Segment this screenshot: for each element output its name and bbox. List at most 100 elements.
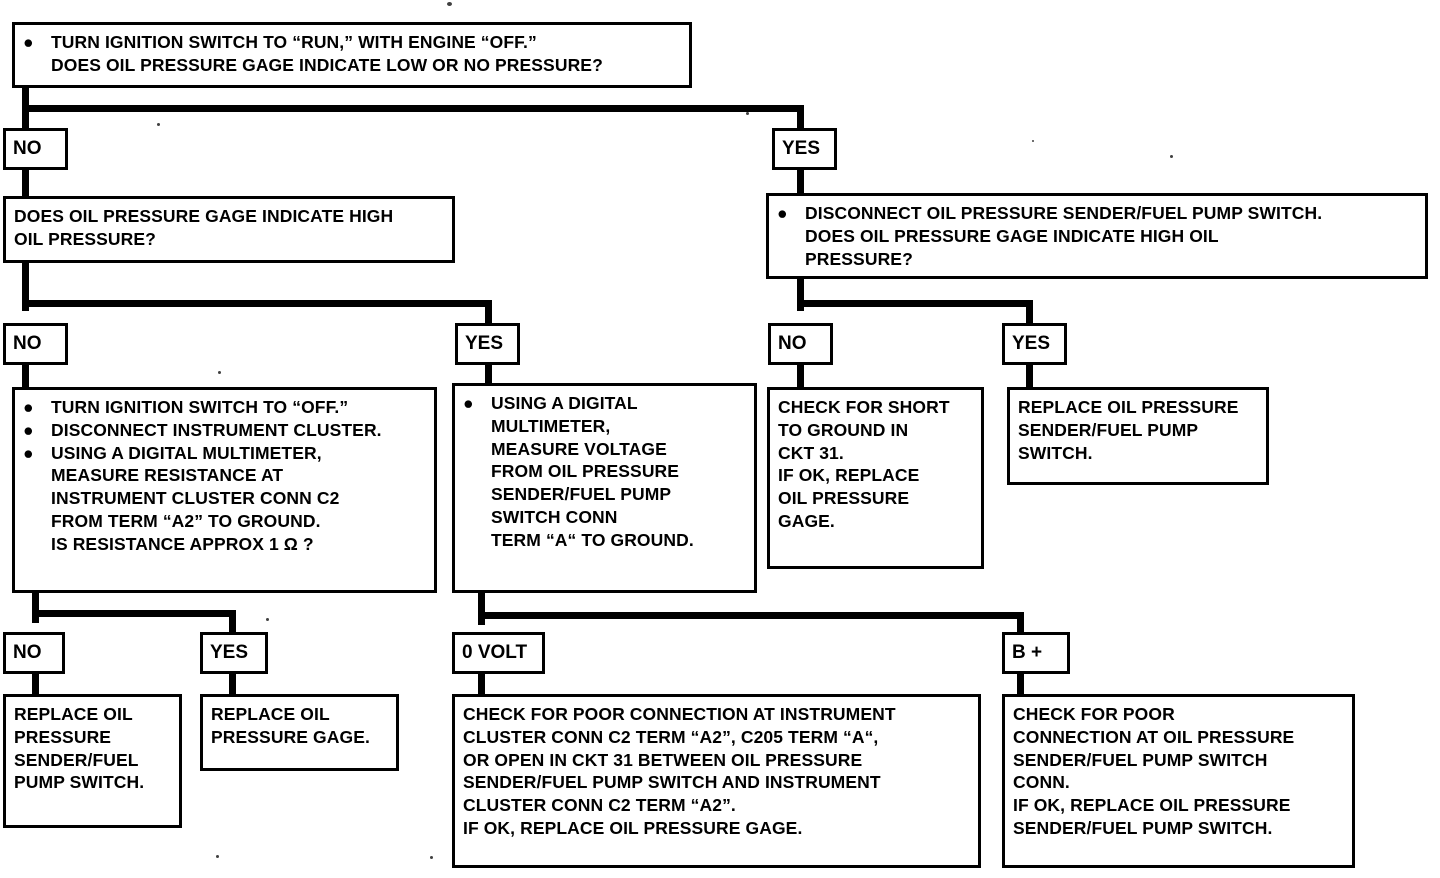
node-text-line: DOES OIL PRESSURE GAGE INDICATE HIGH: [14, 206, 394, 226]
node-text-line: INSTRUMENT CLUSTER CONN C2: [51, 488, 340, 508]
node-text-line: PRESSURE GAGE.: [211, 726, 370, 747]
node-replace-sender-switch-2[interactable]: REPLACE OIL PRESSURE SENDER/FUEL PUMP SW…: [3, 694, 182, 828]
node-text-line: IF OK, REPLACE: [778, 465, 920, 486]
bullet-glyph: ●: [23, 32, 34, 52]
node-text-line: IS RESISTANCE APPROX 1 Ω ?: [51, 533, 314, 554]
node-replace-gage[interactable]: REPLACE OIL PRESSURE GAGE.: [200, 694, 399, 771]
node-text-line: MEASURE RESISTANCE AT: [51, 465, 284, 486]
bullet-row: ● USING A DIGITAL MULTIMETER, MEASURE VO…: [463, 392, 746, 551]
label-yes-level3[interactable]: YES: [200, 632, 268, 674]
node-measure-voltage-instructions[interactable]: ● USING A DIGITAL MULTIMETER, MEASURE VO…: [452, 383, 757, 593]
scan-speck: [216, 855, 219, 858]
connector-box2-down: [22, 263, 29, 311]
node-text-line: TERM “A“ TO GROUND.: [491, 529, 694, 550]
node-text-line: TURN IGNITION SWITCH TO “RUN,” WITH ENGI…: [51, 32, 537, 52]
node-text-line: CLUSTER CONN C2 TERM “A2”.: [463, 795, 736, 815]
node-measure-resistance-instructions[interactable]: ● TURN IGNITION SWITCH TO “OFF.” ● DISCO…: [12, 387, 437, 593]
label-text: B +: [1012, 642, 1043, 663]
node-text-line: CHECK FOR POOR: [1013, 704, 1175, 724]
node-text-line: GAGE.: [778, 510, 835, 531]
scan-speck: [157, 123, 160, 126]
node-text-line: OIL PRESSURE?: [14, 228, 156, 249]
label-no-level1[interactable]: NO: [3, 128, 68, 170]
bullet-row: ● TURN IGNITION SWITCH TO “RUN,” WITH EN…: [23, 31, 681, 77]
bullet-glyph: ●: [777, 203, 788, 223]
connector-no2-to-box: [22, 363, 29, 387]
connector-level1-split: [22, 105, 804, 112]
connector-level2r-yes-drop: [1026, 300, 1033, 326]
node-text-line: SWITCH CONN: [491, 506, 618, 527]
bullet-row: ● DISCONNECT OIL PRESSURE SENDER/FUEL PU…: [777, 202, 1417, 270]
node-text-line: DISCONNECT OIL PRESSURE SENDER/FUEL PUMP…: [805, 203, 1323, 223]
node-text-line: CHECK FOR POOR CONNECTION AT INSTRUMENT: [463, 704, 896, 724]
node-text-line: DOES OIL PRESSURE GAGE INDICATE LOW OR N…: [51, 54, 603, 75]
label-yes-level1[interactable]: YES: [772, 128, 837, 170]
scan-speck: [447, 2, 452, 6]
node-high-pressure-question[interactable]: DOES OIL PRESSURE GAGE INDICATE HIGH OIL…: [3, 196, 455, 263]
node-check-poor-connection-cluster[interactable]: CHECK FOR POOR CONNECTION AT INSTRUMENT …: [452, 694, 981, 868]
label-text: NO: [13, 138, 42, 159]
node-text-line: OR OPEN IN CKT 31 BETWEEN OIL PRESSURE: [463, 749, 863, 770]
node-text-line: FROM TERM “A2” TO GROUND.: [51, 510, 321, 531]
connector-no4-to-box: [32, 672, 39, 694]
node-text-line: REPLACE OIL PRESSURE: [1018, 397, 1239, 417]
scan-speck: [1170, 155, 1173, 158]
connector-yes2-to-box: [485, 363, 492, 387]
label-no-level3[interactable]: NO: [3, 632, 65, 674]
node-text-line: REPLACE OIL: [211, 704, 330, 724]
node-text-line: CONNECTION AT OIL PRESSURE: [1013, 726, 1295, 747]
node-initial-check[interactable]: ● TURN IGNITION SWITCH TO “RUN,” WITH EN…: [12, 22, 692, 88]
connector-level3-yes-drop: [229, 610, 236, 636]
connector-level2-split: [22, 300, 492, 307]
connector-no3-to-box: [797, 363, 804, 387]
label-zero-volt[interactable]: 0 VOLT: [452, 632, 545, 674]
node-text-line: USING A DIGITAL: [491, 393, 638, 413]
node-text-line: MULTIMETER,: [491, 415, 611, 436]
connector-box3-down: [797, 279, 804, 311]
connector-level3r-split: [478, 612, 1024, 619]
node-text-line: IF OK, REPLACE OIL PRESSURE: [1013, 795, 1291, 815]
node-text-line: SENDER/FUEL PUMP: [491, 484, 672, 504]
node-check-poor-connection-sender[interactable]: CHECK FOR POOR CONNECTION AT OIL PRESSUR…: [1002, 694, 1355, 868]
node-text-line: SENDER/FUEL PUMP SWITCH: [1013, 749, 1268, 770]
node-text-line: PUMP SWITCH.: [14, 772, 145, 793]
label-text: YES: [465, 333, 504, 354]
scan-speck: [430, 856, 433, 859]
label-text: YES: [210, 642, 249, 663]
node-text-line: PRESSURE: [14, 726, 112, 747]
node-text-line: DOES OIL PRESSURE GAGE INDICATE HIGH OIL: [805, 225, 1219, 246]
connector-level2r-split: [797, 300, 1033, 307]
label-text: NO: [778, 333, 807, 354]
node-text-line: FROM OIL PRESSURE: [491, 461, 680, 482]
node-check-short-to-ground[interactable]: CHECK FOR SHORT TO GROUND IN CKT 31. IF …: [767, 387, 984, 569]
label-text: NO: [13, 642, 42, 663]
scan-speck: [266, 618, 269, 621]
label-text: 0 VOLT: [462, 642, 528, 663]
node-text-line: CHECK FOR SHORT: [778, 397, 950, 417]
node-disconnect-sender-question[interactable]: ● DISCONNECT OIL PRESSURE SENDER/FUEL PU…: [766, 193, 1428, 279]
scan-speck: [1032, 140, 1034, 142]
label-yes-level2-right[interactable]: YES: [1002, 323, 1067, 365]
label-yes-level2[interactable]: YES: [455, 323, 520, 365]
node-text-line: CKT 31.: [778, 442, 844, 463]
scan-speck: [218, 371, 221, 374]
node-replace-sender-switch[interactable]: REPLACE OIL PRESSURE SENDER/FUEL PUMP SW…: [1007, 387, 1269, 485]
label-no-level2[interactable]: NO: [3, 323, 68, 365]
scan-speck: [746, 112, 749, 115]
label-no-level2-right[interactable]: NO: [768, 323, 833, 365]
node-text-line: OIL PRESSURE: [778, 488, 910, 508]
label-b-plus[interactable]: B +: [1002, 632, 1070, 674]
connector-yes4-to-box: [229, 672, 236, 694]
node-text-line: CLUSTER CONN C2 TERM “A2”, C205 TERM “A“…: [463, 726, 879, 747]
node-text-line: SWITCH.: [1018, 442, 1093, 463]
node-text-line: DISCONNECT INSTRUMENT CLUSTER.: [51, 419, 382, 440]
node-text-line: SENDER/FUEL PUMP SWITCH.: [1013, 817, 1273, 838]
node-text-line: SENDER/FUEL: [14, 749, 139, 770]
bullet-row: ● TURN IGNITION SWITCH TO “OFF.”: [23, 396, 426, 419]
node-text-line: SENDER/FUEL PUMP: [1018, 419, 1199, 440]
node-text-line: TO GROUND IN: [778, 419, 909, 440]
connector-level2-yes-drop: [485, 300, 492, 326]
node-text-line: IF OK, REPLACE OIL PRESSURE GAGE.: [463, 817, 803, 838]
bullet-glyph: ●: [463, 393, 474, 413]
